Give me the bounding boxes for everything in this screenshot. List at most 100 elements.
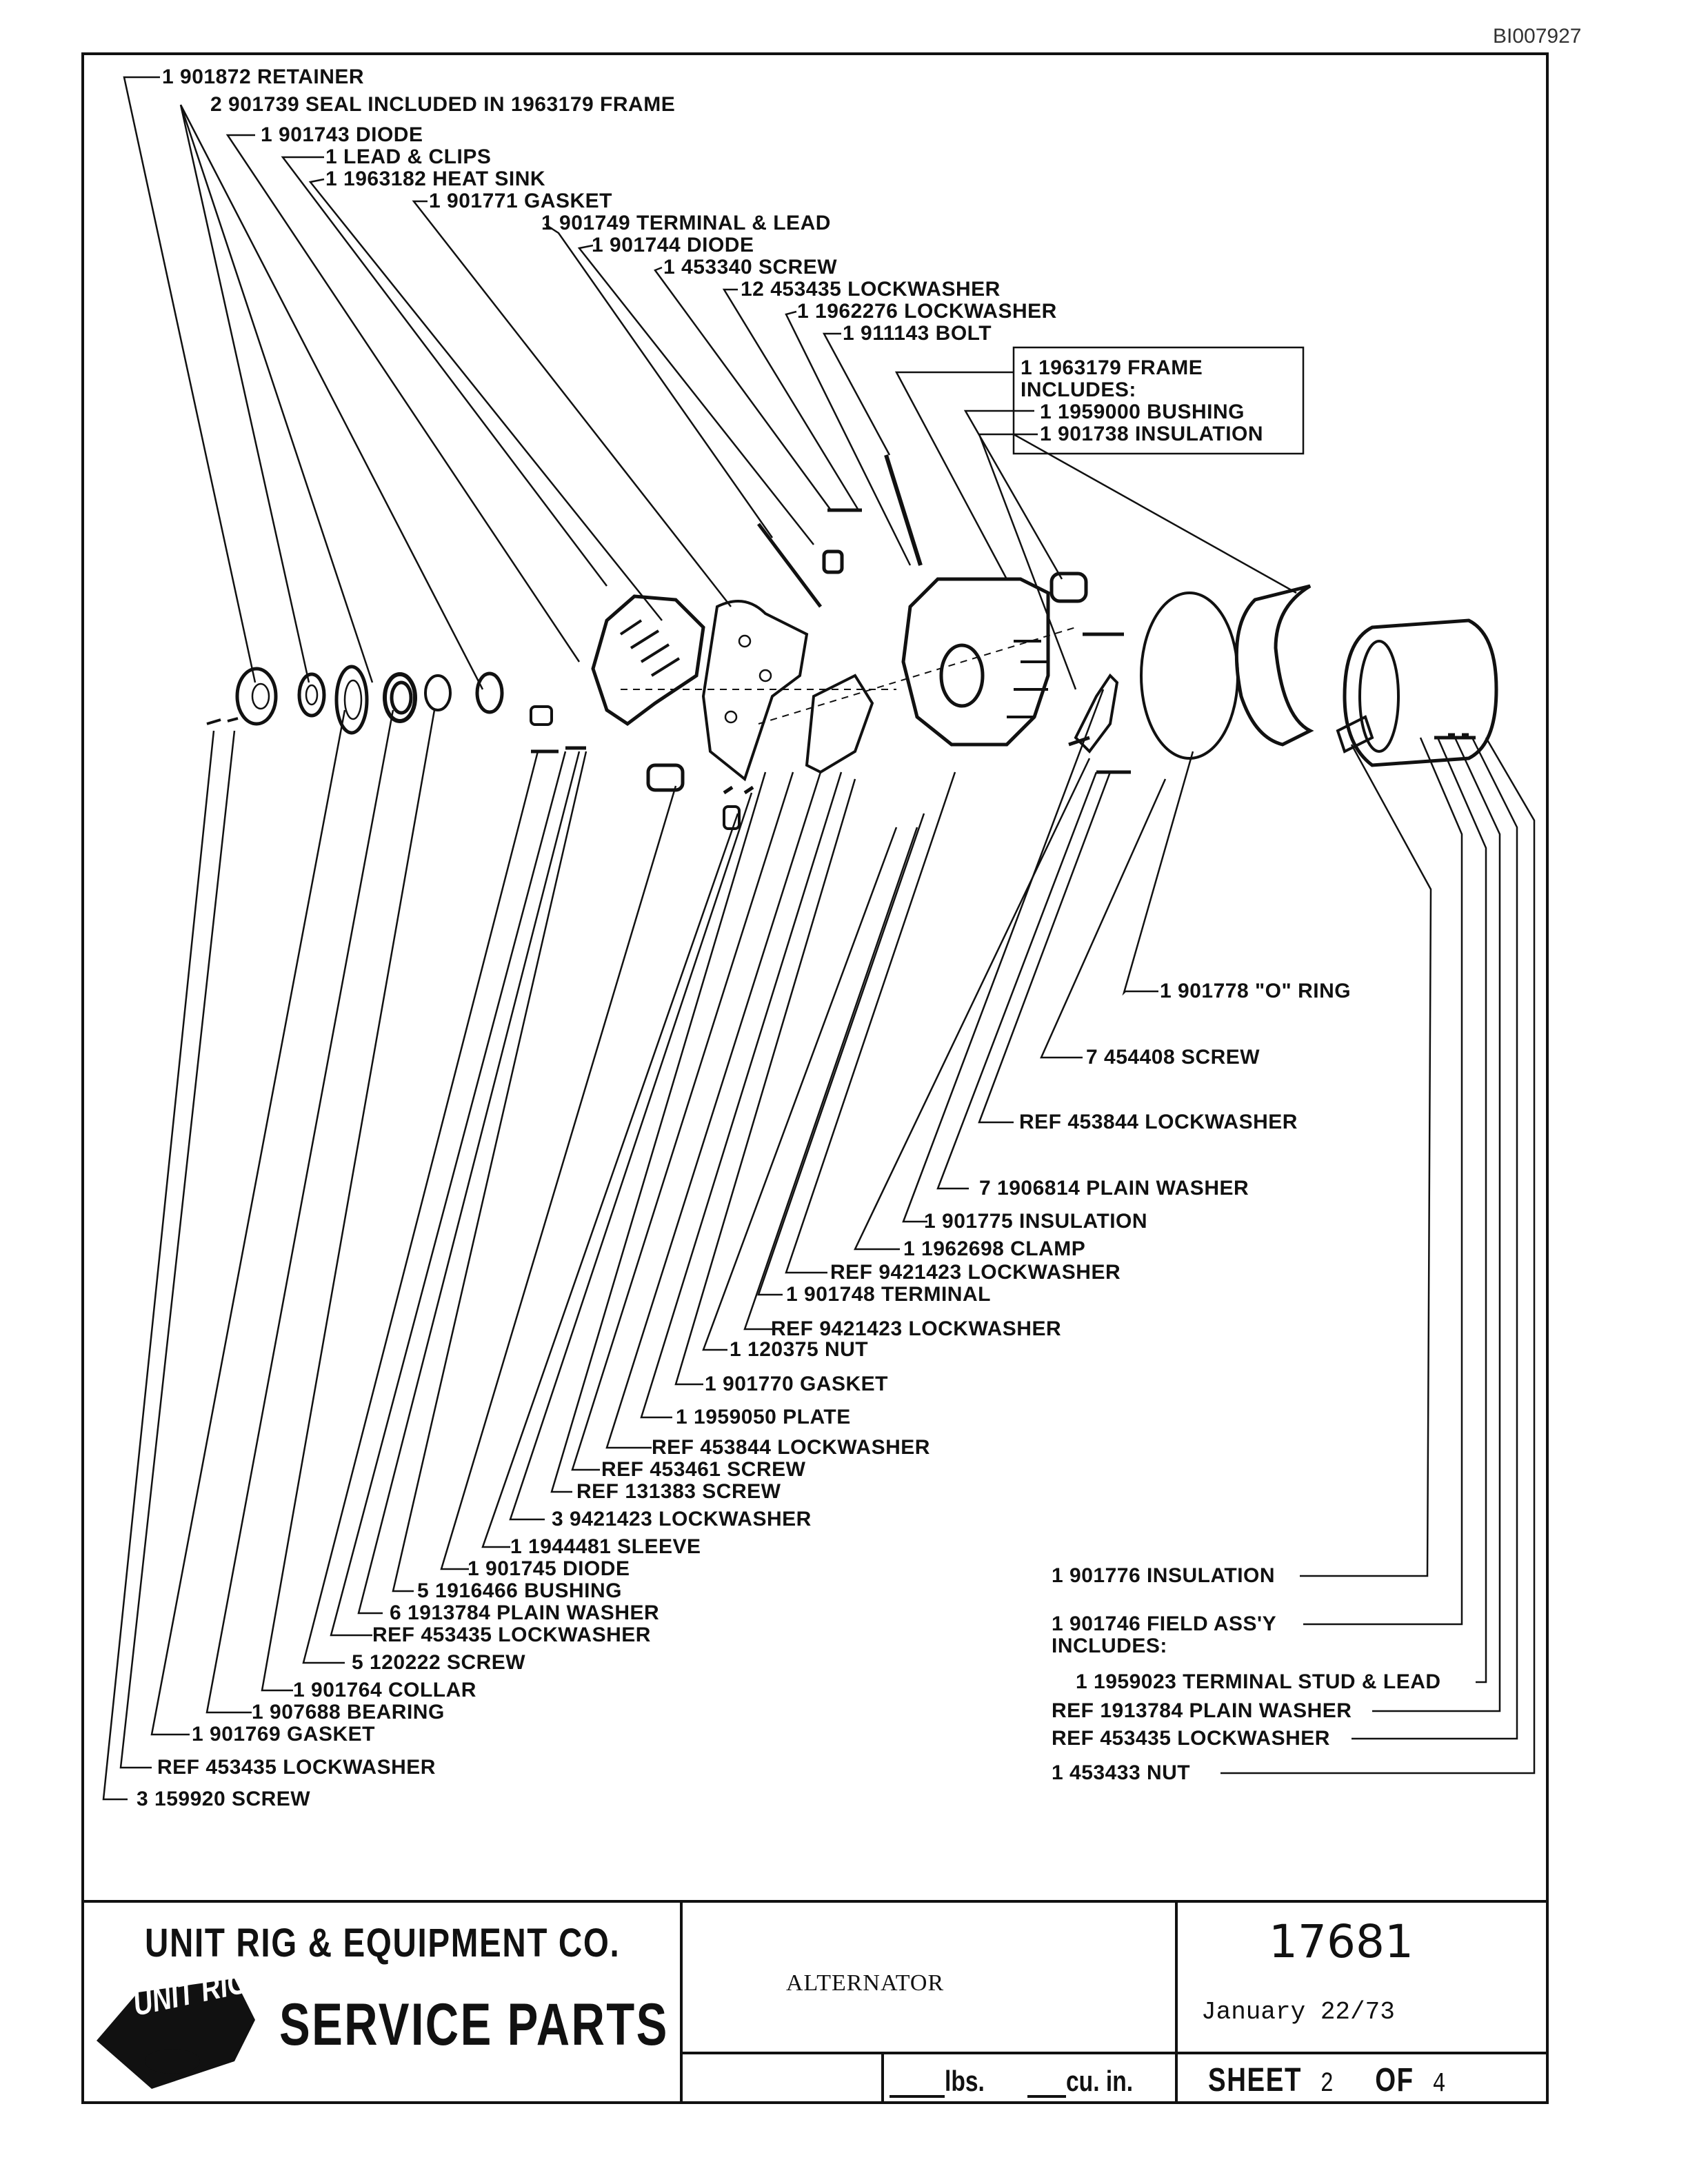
leader-frame [894, 371, 1014, 580]
leader-screw-131383 [550, 771, 767, 1493]
leader-diode-2 [577, 244, 814, 545]
service-parts-heading: SERVICE PARTS [279, 1992, 669, 2058]
leader-insulation-901775 [902, 689, 1105, 1223]
callout-nut-120375: 1 120375 NUT [730, 1338, 869, 1361]
callout-field-includes: INCLUDES: [1052, 1635, 1167, 1657]
leader-lockwasher-ref-2 [743, 827, 918, 1331]
callout-heat-sink: 1 1963182 HEAT SINK [325, 168, 546, 190]
callout-lockwasher-9421423-ref-1: REF 9421423 LOCKWASHER [830, 1261, 1121, 1284]
leader-screw-453461 [571, 771, 794, 1471]
leader-nut-453433 [1220, 737, 1536, 1775]
callout-collar: 1 901764 COLLAR [293, 1679, 476, 1701]
callout-lockwasher-ref: REF 453435 LOCKWASHER [1052, 1727, 1330, 1750]
part-diode-cap [646, 763, 685, 792]
leader-clamp [854, 758, 1091, 1251]
callout-lockwasher-453435-ref: REF 453435 LOCKWASHER [372, 1624, 651, 1646]
frame-box-line-4: 1 901738 INSULATION [1040, 423, 1264, 445]
callout-sleeve: 1 1944481 SLEEVE [510, 1535, 701, 1558]
callout-lead-clips: 1 LEAD & CLIPS [325, 145, 492, 168]
part-heat-sink [591, 594, 705, 727]
leader-nut [702, 827, 898, 1351]
document-id: BI007927 [1493, 25, 1582, 48]
callout-lockwasher-1962276: 1 1962276 LOCKWASHER [797, 300, 1057, 323]
callout-screw-453340: 1 453340 SCREW [663, 256, 838, 279]
callout-clamp: 1 1962698 CLAMP [903, 1237, 1086, 1260]
part-bearing [383, 672, 417, 723]
callout-insulation-901776: 1 901776 INSULATION [1052, 1564, 1276, 1587]
leader-lockwasher-453844 [978, 771, 1112, 1124]
callout-gasket-901771: 1 901771 GASKET [429, 190, 612, 212]
callout-insulation-901775: 1 901775 INSULATION [924, 1210, 1148, 1233]
leader-screw-454408 [1040, 778, 1167, 1059]
leader-lockwasher-9421423 [509, 792, 753, 1521]
callout-plate: 1 1959050 PLATE [676, 1406, 851, 1428]
company-name: UNIT RIG & EQUIPMENT CO. [145, 1921, 621, 1965]
sheet-indicator: SHEET 2 OF 4 [1208, 2061, 1446, 2100]
drawing-number: 17681 [1269, 1915, 1414, 1968]
of-label: OF [1375, 2062, 1414, 2099]
unit-rig-logo [97, 1979, 255, 2089]
leader-insulation-901776 [1300, 744, 1432, 1577]
frame-box-line-2: INCLUDES: [1021, 378, 1136, 401]
leader-plain-washer [936, 771, 1098, 1190]
leader-gasket-1 [412, 200, 732, 607]
callout-o-ring: 1 901778 "O" RING [1160, 980, 1352, 1002]
drawing-date: January 22/73 [1201, 1998, 1395, 2026]
part-o-ring [1140, 592, 1239, 760]
part-bolt [884, 454, 923, 566]
leader-terminal-stud [1436, 737, 1487, 1684]
callout-plain-washer-ref: REF 1913784 PLAIN WASHER [1052, 1699, 1352, 1722]
leader-lockwasher-ref-1 [785, 771, 956, 1274]
callout-lockwasher-9421423: 3 9421423 LOCKWASHER [552, 1508, 812, 1530]
leader-lockwasher-12 [722, 288, 860, 511]
part-seal-2 [475, 671, 504, 714]
callout-terminal-lead: 1 901749 TERMINAL & LEAD [541, 212, 831, 234]
leader-bushing [963, 410, 1063, 580]
callout-field-assy: 1 901746 FIELD ASS'Y [1052, 1612, 1277, 1635]
callout-screw-454408: 7 454408 SCREW [1086, 1046, 1260, 1069]
part-retainer [235, 667, 278, 726]
leader-bolt [822, 332, 891, 456]
callout-lockwasher-9421423-ref-2: REF 9421423 LOCKWASHER [771, 1317, 1062, 1340]
callout-bearing: 1 907688 BEARING [252, 1701, 445, 1723]
leader-bearing [205, 709, 394, 1714]
part-bushing [1049, 572, 1088, 603]
callout-plain-washer-1913784: 6 1913784 PLAIN WASHER [390, 1601, 660, 1624]
part-plate [805, 674, 874, 774]
callout-screw-453461: REF 453461 SCREW [601, 1458, 806, 1481]
sheet-number: 2 [1320, 2069, 1334, 2100]
callout-retainer: 1 901872 RETAINER [162, 65, 365, 88]
leader-o-ring [1122, 751, 1194, 996]
leader-terminal-901748 [757, 813, 925, 1296]
part-gasket-901771 [701, 600, 809, 782]
callout-screw-159920: 3 159920 SCREW [137, 1788, 311, 1810]
callout-bolt: 1 911143 BOLT [843, 322, 992, 345]
leader-gasket-901769 [150, 709, 346, 1736]
callout-lockwasher-453844-ref: REF 453844 LOCKWASHER [652, 1436, 930, 1459]
leader-plain-washer-1913784 [357, 751, 581, 1615]
sheet-label: SHEET [1208, 2062, 1303, 2099]
callout-screw-131383: REF 131383 SCREW [576, 1480, 781, 1503]
leader-heat-sink [308, 178, 663, 621]
leader-collar [261, 709, 436, 1692]
weight-field: lbs. [890, 2065, 985, 2098]
leader-screw-159920 [102, 730, 215, 1801]
callout-lockwasher-453844: REF 453844 LOCKWASHER [1019, 1111, 1298, 1133]
leader-diode-1 [225, 134, 581, 663]
part-insulation-band [1234, 584, 1314, 747]
part-collar [424, 674, 452, 711]
callout-seal: 2 901739 SEAL INCLUDED IN 1963179 FRAME [210, 93, 676, 116]
leader-retainer [123, 76, 257, 683]
leader-screw-453340 [654, 266, 832, 511]
callout-lockwasher-453435-ref-2: REF 453435 LOCKWASHER [157, 1756, 436, 1779]
leader-bushing-1916466 [392, 751, 587, 1593]
volume-field: cu. in. [1027, 2065, 1133, 2098]
part-clamp [1074, 673, 1119, 754]
leader-field-assy [1303, 737, 1463, 1626]
sheet-total: 4 [1432, 2069, 1446, 2100]
part-field-assy [1343, 618, 1498, 767]
leader-gasket-901770 [674, 778, 856, 1386]
callout-diode-901745: 1 901745 DIODE [468, 1557, 630, 1580]
callout-lockwasher-453435: 12 453435 LOCKWASHER [741, 278, 1001, 301]
